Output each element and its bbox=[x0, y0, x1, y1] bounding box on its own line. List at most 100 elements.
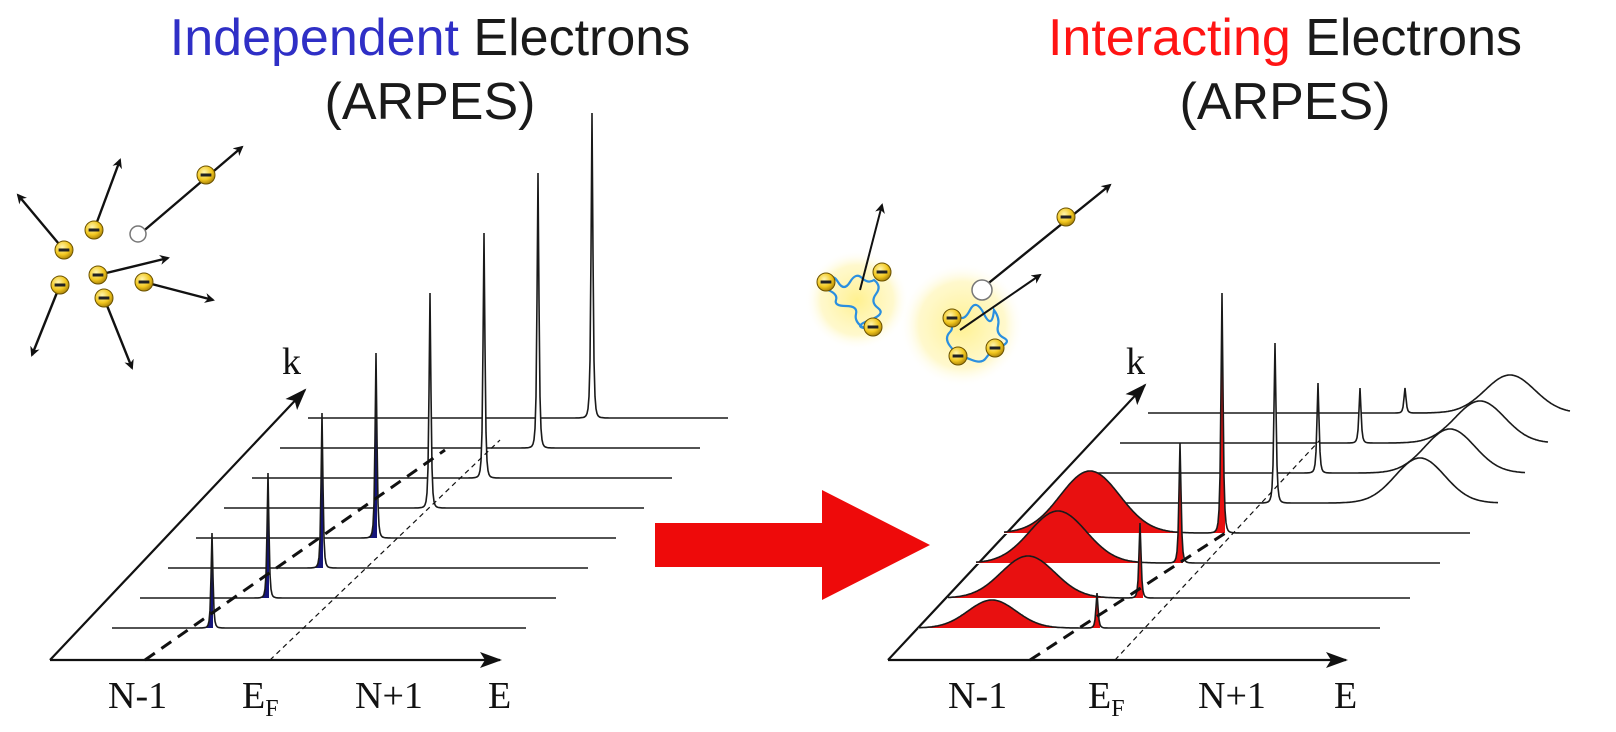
right-n-plus-1-label: N+1 bbox=[1198, 675, 1266, 717]
electron bbox=[985, 338, 1005, 358]
occupied-spectral-weight bbox=[168, 413, 323, 568]
minus-sign bbox=[1060, 215, 1072, 219]
right-fermi-sub: F bbox=[1111, 696, 1125, 722]
spectrum-row-4 bbox=[1064, 342, 1499, 504]
right-particle-scatter bbox=[805, 183, 1112, 387]
electron bbox=[84, 220, 104, 240]
occupied-spectral-weight bbox=[948, 523, 1143, 598]
electron bbox=[88, 265, 108, 285]
electron bbox=[50, 275, 70, 295]
right-k-label: k bbox=[1126, 341, 1145, 383]
velocity-arrow bbox=[139, 145, 244, 235]
right-title-line2: (ARPES) bbox=[1179, 73, 1391, 131]
spectrum-row-5 bbox=[1003, 292, 1470, 534]
minus-sign bbox=[54, 283, 66, 287]
occupied-spectral-weight bbox=[112, 533, 213, 628]
left-fermi-sub: F bbox=[265, 696, 279, 722]
fermi-level-line bbox=[269, 439, 501, 661]
minus-sign bbox=[138, 280, 150, 284]
minus-sign bbox=[989, 346, 1001, 350]
right-fermi-main: E bbox=[1088, 675, 1112, 717]
spectrum-row-3 bbox=[1092, 382, 1526, 474]
electron bbox=[54, 240, 74, 260]
right-spectra-diagram bbox=[887, 292, 1571, 668]
spectrum-row-2 bbox=[280, 172, 700, 449]
spectrum-row-7 bbox=[947, 522, 1410, 599]
minus-sign bbox=[92, 273, 104, 277]
left-title: Independent Electrons (ARPES) bbox=[110, 6, 750, 134]
electron bbox=[872, 262, 892, 282]
spectrum-row-8 bbox=[917, 592, 1380, 629]
minus-sign bbox=[200, 173, 212, 177]
left-spectra-diagram bbox=[49, 112, 728, 668]
momentum-axis bbox=[49, 388, 307, 661]
spectrum-occlusion bbox=[280, 173, 700, 449]
right-title-rest: Electrons bbox=[1290, 9, 1523, 67]
minus-sign bbox=[876, 270, 888, 274]
spectrum-occlusion bbox=[1064, 343, 1498, 504]
right-title-highlight: Interacting bbox=[1047, 9, 1291, 67]
spectrum-row-1 bbox=[308, 112, 728, 419]
minus-sign bbox=[58, 248, 70, 252]
spectrum-occlusion bbox=[196, 353, 616, 539]
electron bbox=[196, 165, 216, 185]
spectrum-occlusion bbox=[1148, 375, 1570, 414]
spectrum-occlusion bbox=[308, 113, 728, 419]
spectrum-occlusion bbox=[1120, 388, 1548, 444]
minus-sign bbox=[867, 325, 879, 329]
minus-sign bbox=[98, 296, 110, 300]
spectrum-row-5 bbox=[196, 352, 616, 539]
spectrum-row-6 bbox=[975, 442, 1440, 564]
spectrum-row-8 bbox=[112, 532, 526, 629]
interaction-wiggle bbox=[943, 303, 1008, 363]
electron bbox=[816, 272, 836, 292]
electron bbox=[948, 346, 968, 366]
spectrum-row-2 bbox=[1120, 387, 1549, 444]
minus-sign bbox=[88, 228, 100, 232]
interaction-glow bbox=[900, 263, 1024, 387]
left-particle-scatter bbox=[16, 145, 244, 370]
right-energy-label: E bbox=[1334, 675, 1358, 717]
left-title-highlight: Independent bbox=[169, 9, 459, 67]
right-fermi-label: EF bbox=[1088, 676, 1125, 729]
velocity-arrow bbox=[16, 193, 65, 251]
left-fermi-label: EF bbox=[242, 676, 279, 729]
occupied-dispersion-line bbox=[144, 448, 446, 662]
velocity-arrow bbox=[92, 158, 122, 231]
left-n-plus-1-label: N+1 bbox=[355, 675, 423, 717]
occupied-spectral-weight bbox=[976, 443, 1183, 563]
minus-sign bbox=[820, 280, 832, 284]
right-n-minus-1-label: N-1 bbox=[948, 675, 1008, 717]
electron bbox=[94, 288, 114, 308]
photohole bbox=[971, 279, 993, 301]
minus-sign bbox=[946, 316, 958, 320]
spectrum-row-7 bbox=[140, 472, 556, 599]
velocity-arrow bbox=[97, 255, 170, 277]
interaction-glow bbox=[805, 250, 909, 350]
left-n-minus-1-label: N-1 bbox=[108, 675, 168, 717]
left-fermi-main: E bbox=[242, 675, 266, 717]
electron bbox=[863, 317, 883, 337]
velocity-arrow bbox=[959, 273, 1042, 331]
interaction-wiggle bbox=[825, 274, 882, 330]
electron bbox=[134, 272, 154, 292]
minus-sign bbox=[952, 354, 964, 358]
velocity-arrow bbox=[979, 183, 1112, 291]
left-k-label: k bbox=[282, 341, 301, 383]
spectrum-occlusion bbox=[224, 293, 644, 509]
spectrum-occlusion bbox=[1092, 383, 1525, 474]
velocity-arrow bbox=[102, 297, 134, 370]
right-title: Interacting Electrons (ARPES) bbox=[975, 6, 1595, 134]
left-energy-label: E bbox=[488, 675, 512, 717]
momentum-axis bbox=[887, 383, 1147, 661]
transition-arrow bbox=[655, 490, 930, 600]
velocity-arrow bbox=[30, 284, 62, 357]
left-title-line2: (ARPES) bbox=[324, 73, 536, 131]
left-title-rest: Electrons bbox=[458, 9, 691, 67]
spectrum-row-3 bbox=[252, 232, 672, 479]
spectrum-row-6 bbox=[168, 412, 588, 569]
occupied-spectral-weight bbox=[918, 593, 1100, 628]
photohole bbox=[129, 225, 147, 243]
occupied-spectral-weight bbox=[140, 473, 269, 598]
